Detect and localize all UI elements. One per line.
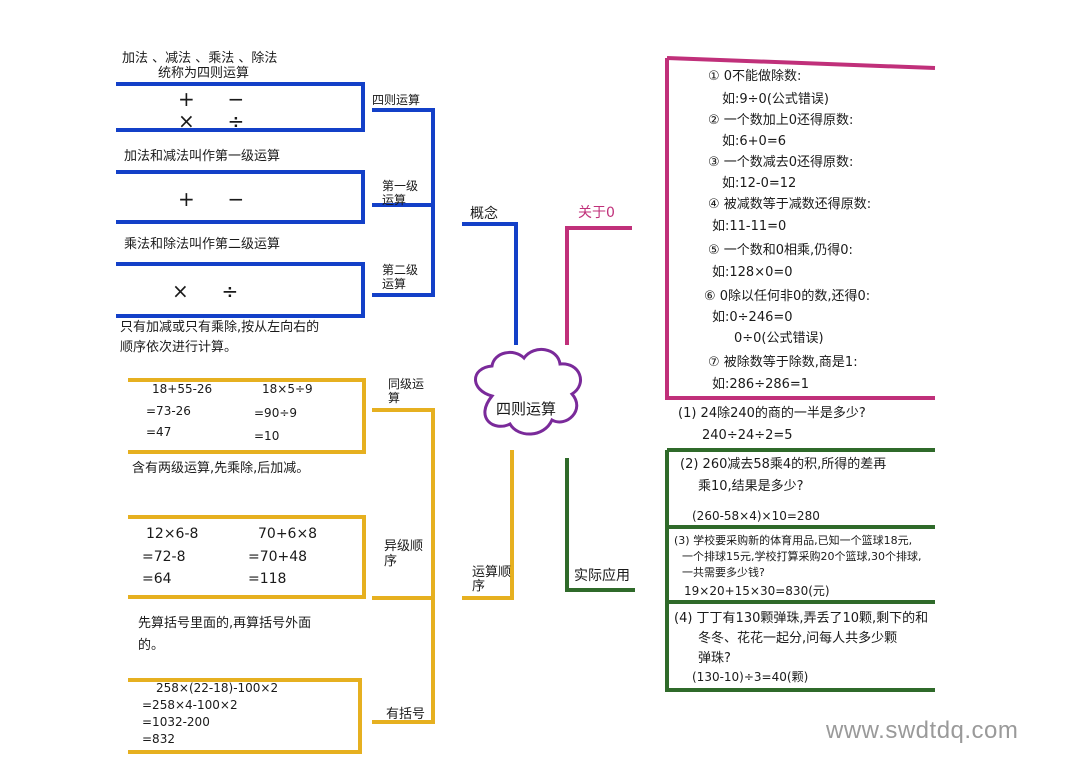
- apply-q4-line2: 冬冬、花花一起分,问每人共多少颗: [698, 631, 898, 646]
- concept-rule-line1: 只有加减或只有乘除,按从左向右的: [120, 320, 320, 335]
- zero-line-12: 如:0÷246=0: [712, 310, 793, 325]
- order-diff-label: 异级顺序: [384, 539, 424, 569]
- order-same-ex2-line1: 18×5÷9: [262, 382, 313, 396]
- concept-first-level-symbols: + −: [178, 187, 245, 211]
- order-same-ex2-line3: =10: [254, 429, 280, 443]
- order-diff-ex2-line2: =70+48: [248, 549, 308, 565]
- concept-symbols-row2: × ÷: [178, 109, 245, 133]
- zero-line-3: ② 一个数加上0还得原数:: [708, 113, 854, 128]
- zero-line-6: 如:12-0=12: [722, 176, 797, 191]
- concept-ops-line: 加法 、减法 、乘法 、除法: [122, 51, 278, 66]
- order-paren-rule2: 的。: [138, 638, 165, 653]
- order-same-ex1-line2: =73-26: [146, 404, 191, 418]
- order-branch-lines: [128, 378, 514, 754]
- order-same-ex1-line3: =47: [146, 425, 172, 439]
- zero-line-7: ④ 被减数等于减数还得原数:: [708, 197, 872, 212]
- order-same-ex1-line1: 18+55-26: [152, 382, 213, 396]
- apply-q4-line3: 弹珠?: [698, 651, 731, 666]
- branch-order-label: 运算顺序: [472, 565, 512, 595]
- zero-line-5: ③ 一个数减去0还得原数:: [708, 155, 854, 170]
- apply-q1: (1) 24除240的商的一半是多少?: [678, 406, 866, 421]
- order-paren-ex-line3: =1032-200: [142, 715, 210, 729]
- order-diff-ex1-line2: =72-8: [142, 549, 186, 565]
- apply-q3-line1: (3) 学校要采购新的体育用品,已知一个篮球18元,: [674, 534, 913, 547]
- order-diff-ex2-line3: =118: [248, 571, 287, 587]
- zero-branch-lines: [565, 56, 936, 400]
- zero-line-1: ① 0不能做除数:: [708, 69, 802, 84]
- zero-line-8: 如:11-11=0: [712, 219, 787, 234]
- order-paren-ex-line2: =258×4-100×2: [142, 698, 238, 712]
- zero-line-2: 如:9÷0(公式错误): [722, 92, 829, 107]
- concept-second-level-text: 乘法和除法叫作第二级运算: [124, 237, 281, 252]
- order-diff-ex1-line3: =64: [142, 571, 172, 587]
- watermark: www.swdtdq.com: [826, 717, 1019, 744]
- apply-q2-line1: (2) 260减去58乘4的积,所得的差再: [680, 457, 887, 472]
- zero-line-15: 如:286÷286=1: [712, 377, 810, 392]
- order-diff-ex2-line1: 70+6×8: [258, 526, 318, 542]
- concept-label-first: 第一级运算: [382, 179, 419, 207]
- apply-q2-line2: 乘10,结果是多少?: [698, 479, 804, 494]
- zero-line-4: 如:6+0=6: [722, 134, 786, 149]
- branch-zero-label: 关于0: [578, 205, 615, 221]
- apply-q4-line1: (4) 丁丁有130颗弹珠,弄丢了10颗,剩下的和: [674, 611, 929, 626]
- zero-line-10: 如:128×0=0: [712, 265, 793, 280]
- order-paren-ex-line1: 258×(22-18)-100×2: [156, 681, 279, 695]
- order-same-ex2-line2: =90÷9: [254, 406, 298, 420]
- order-same-label: 同级运算: [388, 377, 425, 405]
- apply-a3: 19×20+15×30=830(元): [684, 584, 830, 598]
- zero-line-11: ⑥ 0除以任何非0的数,还得0:: [704, 289, 871, 304]
- order-paren-rule1: 先算括号里面的,再算括号外面: [138, 616, 312, 631]
- branch-apply-label: 实际应用: [574, 568, 630, 584]
- apply-q3-line3: 一共需要多少钱?: [682, 566, 765, 579]
- zero-line-14: ⑦ 被除数等于除数,商是1:: [708, 355, 858, 370]
- concept-ops-line2: 统称为四则运算: [158, 66, 250, 81]
- concept-rule-line2: 顺序依次进行计算。: [120, 340, 238, 355]
- branch-concept-label: 概念: [470, 206, 498, 222]
- order-diff-ex1-line1: 12×6-8: [146, 526, 199, 542]
- apply-a1: 240÷24÷2=5: [702, 428, 793, 443]
- apply-a4: (130-10)÷3=40(颗): [692, 670, 809, 684]
- center-label: 四则运算: [496, 400, 557, 418]
- concept-branch-lines: [116, 82, 518, 345]
- concept-first-level-text: 加法和减法叫作第一级运算: [124, 149, 281, 164]
- apply-a2: (260-58×4)×10=280: [692, 509, 820, 523]
- concept-label-second: 第二级运算: [382, 263, 419, 291]
- order-paren-label: 有括号: [386, 707, 426, 722]
- order-paren-ex-line4: =832: [142, 732, 175, 746]
- apply-branch-lines: [565, 448, 935, 692]
- concept-symbols-row1: + −: [178, 87, 245, 111]
- apply-q3-line2: 一个排球15元,学校打算采购20个篮球,30个排球,: [682, 550, 922, 563]
- zero-line-13: 0÷0(公式错误): [734, 331, 824, 346]
- concept-label-four: 四则运算: [372, 93, 421, 107]
- center-cloud: [474, 348, 582, 436]
- zero-line-9: ⑤ 一个数和0相乘,仍得0:: [708, 243, 853, 258]
- concept-second-level-symbols: × ÷: [172, 279, 239, 303]
- order-diff-rule: 含有两级运算,先乘除,后加减。: [132, 461, 310, 476]
